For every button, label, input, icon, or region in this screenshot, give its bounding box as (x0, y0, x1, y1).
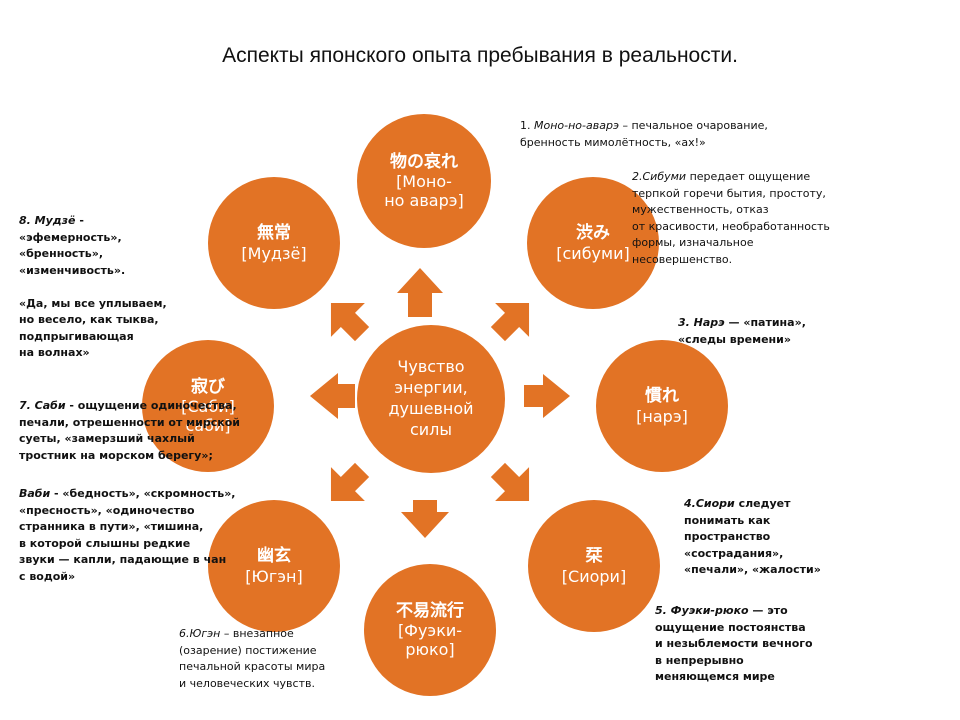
note-nare-body: — «патина», «следы времени» (678, 316, 806, 346)
slide-title: Аспекты японского опыта пребывания в реа… (222, 44, 738, 67)
reading-sabi: [Саби] саби] (181, 397, 235, 436)
arrow-up-right (490, 302, 530, 342)
note-fueki-body: — это ощущение постоянства и незыблемост… (655, 604, 813, 683)
note-yugen-label: 6.Югэн (179, 627, 221, 640)
reading-fueki-ryuko: [Фуэки- рюко] (397, 621, 463, 660)
note-mono-label: Моно-но-аварэ (534, 119, 619, 132)
note-sabi-label: 7. Саби (19, 399, 66, 412)
note-mujo-label: 8. Мудзё (19, 214, 76, 227)
reading-yugen: [Югэн] (245, 566, 303, 586)
kanji-mono-no-aware: 物の哀れ (390, 151, 458, 172)
note-shibumi-body: передает ощущение терпкой горечи бытия, … (632, 170, 830, 266)
circle-mujo: 無常 [Мудзё] (208, 177, 340, 309)
note-wabi-body: - «бедность», «скромность», «пресность»,… (19, 487, 236, 583)
center-circle: Чувство энергии, душевной силы (357, 325, 505, 473)
note-yugen: 6.Югэн – внезапное (озарение) постижение… (179, 626, 325, 692)
kanji-fueki-ryuko: 不易流行 (396, 600, 464, 621)
circle-yugen: 幽玄 [Югэн] (208, 500, 340, 632)
kanji-sabi: 寂び (191, 376, 225, 397)
note-shibumi: 2.Сибуми передает ощущение терпкой гореч… (632, 169, 830, 268)
note-shiori: 4.Сиори следует понимать как пространств… (684, 496, 821, 579)
arrow-down (401, 500, 449, 538)
note-shiori-label: 4.Сиори (684, 497, 735, 510)
circle-fueki-ryuko: 不易流行 [Фуэки- рюко] (364, 564, 496, 696)
note-nare-label: 3. Нарэ (678, 316, 725, 329)
note-wabi: Ваби - «бедность», «скромность», «пресно… (19, 486, 236, 585)
arrow-left (310, 373, 355, 419)
note-mono-no-aware: 1. Моно-но-аварэ – печальное очарование,… (520, 118, 768, 151)
note-mujo-body: - «эфемерность», «бренность», «изменчиво… (19, 214, 167, 359)
note-yugen-body: – внезапное (озарение) постижение печаль… (179, 627, 326, 690)
reading-nare: [нарэ] (636, 406, 688, 426)
circle-sabi: 寂び [Саби] саби] (142, 340, 274, 472)
arrow-down-left (330, 462, 370, 502)
circle-mono-no-aware: 物の哀れ [Моно- но аварэ] (357, 114, 491, 248)
note-mono-body: – печальное очарование, бренность мимолё… (520, 119, 768, 149)
note-fueki-ryuko: 5. Фуэки-рюко — это ощущение постоянства… (655, 603, 813, 686)
note-fueki-label: 5. Фуэки-рюко (655, 604, 749, 617)
circle-shiori: 栞 [Сиори] (528, 500, 660, 632)
note-mono-prefix: 1. (520, 119, 534, 132)
center-text: Чувство энергии, душевной силы (388, 357, 474, 439)
note-sabi: 7. Саби - ощущение одиночества, печали, … (19, 398, 240, 464)
kanji-mujo: 無常 (257, 223, 291, 244)
reading-mujo: [Мудзё] (241, 243, 307, 263)
circle-shibumi: 渋み [сибуми] (527, 177, 659, 309)
arrow-right (524, 374, 570, 418)
reading-shiori: [Сиори] (561, 566, 627, 586)
kanji-shiori: 栞 (585, 546, 603, 567)
arrow-up (397, 268, 443, 317)
note-sabi-body: - ощущение одиночества, печали, отрешенн… (19, 399, 240, 462)
arrow-down-right (490, 462, 530, 502)
note-shibumi-label: 2.Сибуми (632, 170, 687, 183)
reading-shibumi: [сибуми] (556, 243, 630, 263)
reading-mono-no-aware: [Моно- но аварэ] (384, 172, 464, 211)
kanji-yugen: 幽玄 (257, 546, 291, 567)
arrow-up-left (330, 302, 370, 342)
note-wabi-label: Ваби (19, 487, 51, 500)
kanji-nare: 慣れ (645, 386, 679, 407)
kanji-shibumi: 渋み (576, 223, 610, 244)
note-mujo: 8. Мудзё - «эфемерность», «бренность», «… (19, 213, 167, 362)
note-shiori-body: следует понимать как пространство «состр… (684, 497, 821, 576)
circle-nare: 慣れ [нарэ] (596, 340, 728, 472)
note-nare: 3. Нарэ — «патина», «следы времени» (678, 315, 806, 348)
